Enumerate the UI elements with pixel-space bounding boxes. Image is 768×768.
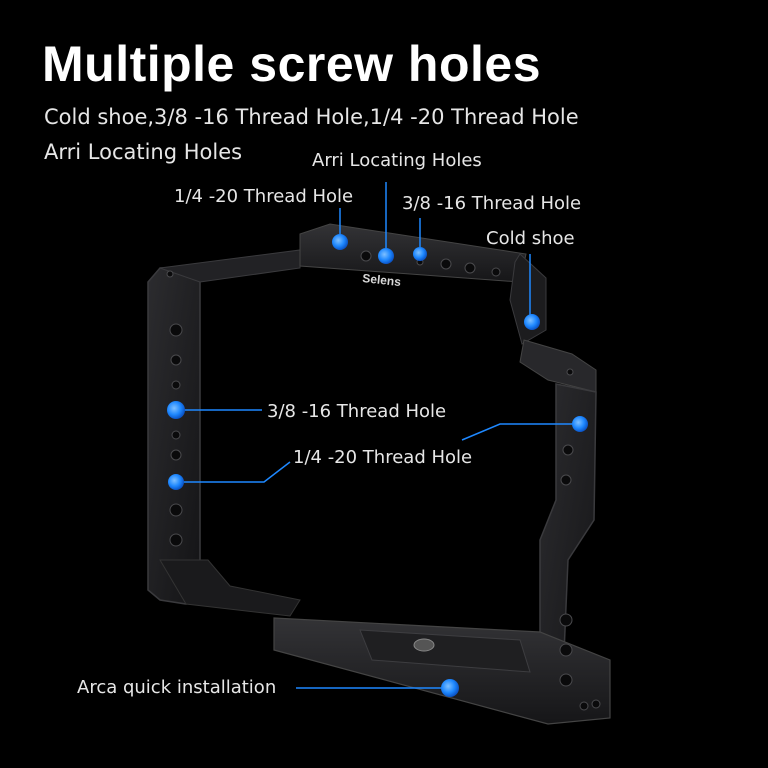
callout-quarter-side: 1/4 -20 Thread Hole <box>293 447 473 468</box>
marker-arri-top <box>378 248 394 264</box>
callout-arri-top: Arri Locating Holes <box>312 150 482 171</box>
features-line-2: Arri Locating Holes <box>44 140 243 164</box>
page-title: Multiple screw holes <box>42 36 542 92</box>
callout-quarter-top: 1/4 -20 Thread Hole <box>174 186 354 207</box>
marker-cold-shoe <box>524 314 540 330</box>
marker-arca <box>441 679 459 697</box>
marker-quarter-top <box>332 234 348 250</box>
callout-threeeighths-top: 3/8 -16 Thread Hole <box>402 193 582 214</box>
callout-markers <box>167 234 588 697</box>
marker-quarter-right <box>572 416 588 432</box>
marker-threeeighths-side <box>167 401 185 419</box>
cage-frame <box>147 223 611 725</box>
callout-arca: Arca quick installation <box>77 677 277 698</box>
marker-quarter-side <box>168 474 184 490</box>
brand-logo: Selens <box>362 271 402 289</box>
callout-threeeighths-side: 3/8 -16 Thread Hole <box>267 401 447 422</box>
callout-cold-shoe: Cold shoe <box>486 228 575 249</box>
features-line-1: Cold shoe,3/8 -16 Thread Hole,1/4 -20 Th… <box>44 105 579 129</box>
marker-threeeighths-top <box>413 247 427 261</box>
